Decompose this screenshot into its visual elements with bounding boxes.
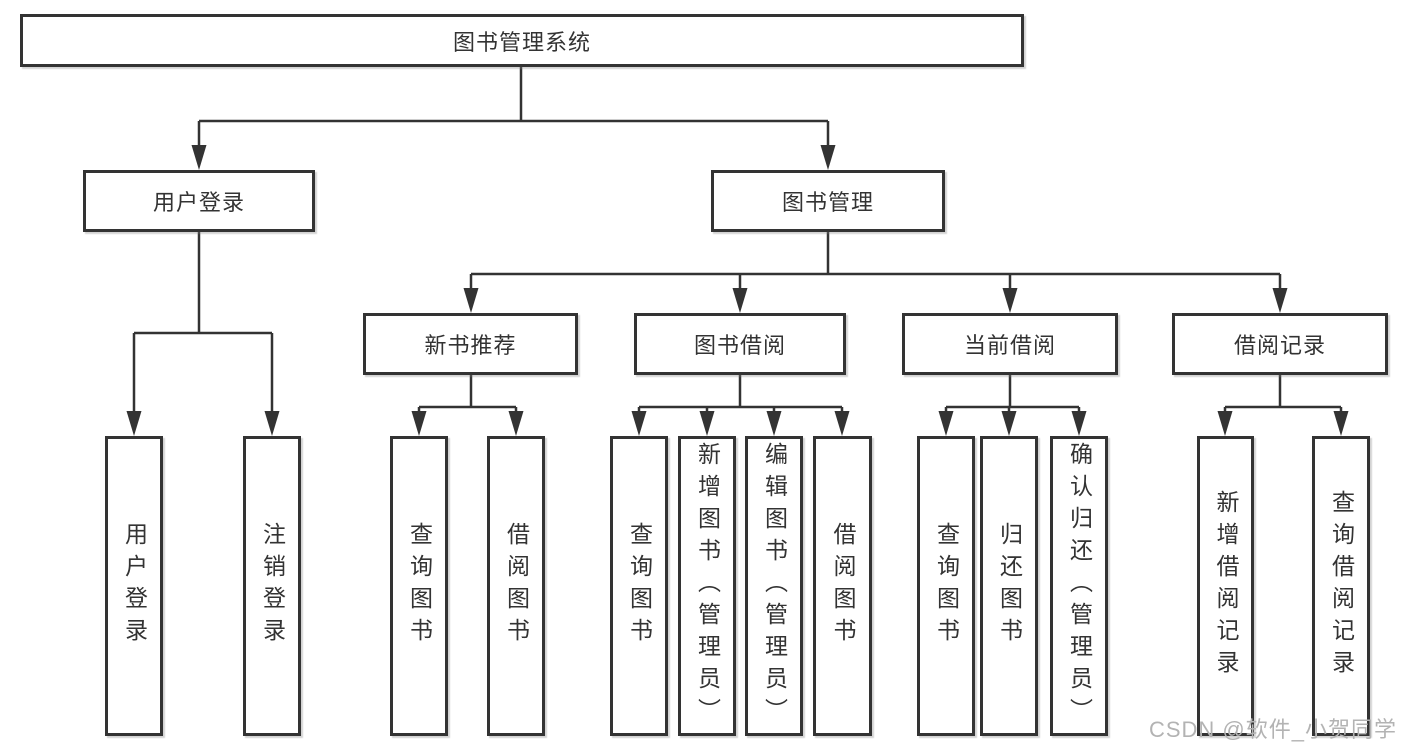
node-query-books-recommend: 查询图书 — [390, 436, 448, 736]
node-add-borrow-record: 新增借阅记录 — [1197, 436, 1254, 736]
node-user-login: 用户登录 — [83, 170, 315, 232]
node-edit-book-admin: 编辑图书（管理员） — [745, 436, 803, 736]
node-library-management-system: 图书管理系统 — [20, 14, 1024, 67]
node-logout-login: 注销登录 — [243, 436, 301, 736]
node-book-management: 图书管理 — [711, 170, 945, 232]
node-borrow-book-leaf: 借阅图书 — [813, 436, 872, 736]
node-query-borrow-record: 查询借阅记录 — [1312, 436, 1370, 736]
node-borrow-books-recommend: 借阅图书 — [487, 436, 545, 736]
node-book-borrowing: 图书借阅 — [634, 313, 846, 375]
node-query-books-borrowing: 查询图书 — [610, 436, 668, 736]
node-add-book-admin: 新增图书（管理员） — [678, 436, 736, 736]
node-new-book-recommendation: 新书推荐 — [363, 313, 578, 375]
node-query-books-current: 查询图书 — [917, 436, 975, 736]
node-confirm-return-admin: 确认归还（管理员） — [1050, 436, 1108, 736]
node-current-borrowing: 当前借阅 — [902, 313, 1118, 375]
node-borrowing-records: 借阅记录 — [1172, 313, 1388, 375]
node-return-book: 归还图书 — [980, 436, 1038, 736]
csdn-watermark: CSDN @软件_小贺同学 — [1148, 717, 1397, 742]
node-user-login-leaf: 用户登录 — [105, 436, 163, 736]
